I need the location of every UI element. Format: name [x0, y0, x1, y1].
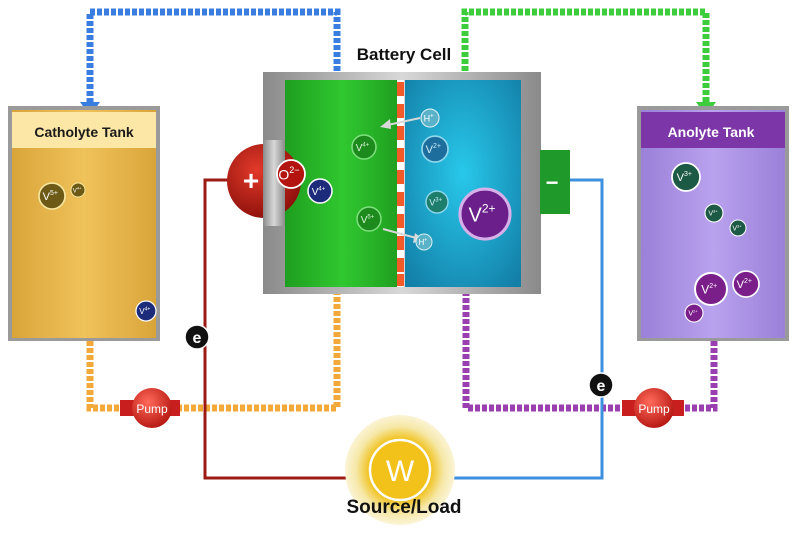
electron-right: e	[588, 372, 614, 398]
ion-label: V4+	[312, 186, 326, 198]
ion-label: V3+	[429, 197, 442, 207]
green-pipe	[461, 8, 710, 108]
anolyte-tank-ion: V2+	[684, 303, 704, 323]
source-load: W Source/Load	[345, 415, 462, 525]
left-pump-label: Pump	[136, 402, 168, 416]
electron-right-label: e	[597, 378, 606, 395]
left-pump: Pump	[120, 388, 180, 428]
ion-label: V2+	[688, 309, 698, 318]
ion-label: O2−	[278, 165, 299, 182]
anolyte-tank-ion: V2+	[732, 270, 760, 298]
anolyte-tank-ion: V3+	[729, 219, 747, 237]
catholyte-tank-ion: V4+	[135, 300, 157, 322]
ion-label: H+	[418, 237, 427, 247]
ion-label: H+	[424, 113, 435, 123]
ion-label: V2+	[701, 283, 717, 297]
ion-label: V2+	[737, 278, 752, 291]
blue-wire	[430, 178, 604, 480]
ion-label: V5+	[361, 214, 375, 226]
purple-pipe	[462, 290, 718, 412]
battery-cell-title: Battery Cell	[357, 45, 451, 64]
negative-electrode: −	[540, 150, 570, 214]
electron-left: e	[184, 324, 210, 350]
ion-label: V2+	[426, 143, 441, 156]
electron-left-label: e	[193, 330, 202, 347]
ion-label: V5+	[43, 190, 58, 203]
catholyte-tank-label: Catholyte Tank	[34, 124, 134, 140]
membrane-ion: H+	[420, 108, 440, 128]
anolyte-tank-ion: V3+	[671, 162, 701, 192]
ion-layer: V5+ V4+ V4+ O2− V4+ V4+ V5+ H+ H+ V2+ V3+ V2+ V3+ V3+…	[38, 108, 760, 323]
negative-half-ion: V3+	[425, 190, 449, 214]
anolyte-tank: Anolyte Tank	[637, 106, 789, 341]
anolyte-tank-ion: V3+	[704, 203, 724, 223]
membrane-ion: H+	[415, 233, 433, 251]
ion-label: V4+	[356, 142, 370, 154]
right-pump: Pump	[622, 388, 684, 428]
ion-label: V4+	[73, 186, 82, 195]
source-load-label: Source/Load	[346, 497, 461, 518]
catholyte-tank-ion: V4+	[70, 182, 86, 198]
positive-half-ion: O2−	[276, 159, 306, 189]
ion-label: V4+	[139, 306, 150, 316]
negative-half-ion: V2+	[458, 187, 512, 241]
positive-half-ion: V4+	[307, 178, 333, 204]
ion-label: V3+	[732, 224, 742, 233]
positive-sign: +	[243, 165, 259, 196]
positive-half-ion: V4+	[351, 134, 377, 160]
battery-cell: Battery Cell	[263, 45, 541, 294]
anolyte-tank-ion: V2+	[694, 272, 728, 306]
negative-half-ion: V2+	[421, 135, 449, 163]
catholyte-tank-ion: V5+	[38, 182, 66, 210]
ion-label: V2+	[468, 202, 495, 227]
ion-label: V3+	[708, 209, 718, 218]
load-symbol: W	[386, 455, 415, 488]
orange-pipe	[86, 290, 341, 412]
anolyte-tank-label: Anolyte Tank	[668, 124, 755, 140]
positive-half-ion: V5+	[356, 206, 382, 232]
membrane	[397, 82, 404, 286]
blue-pipe	[86, 8, 341, 108]
negative-sign: −	[546, 170, 559, 195]
right-pump-label: Pump	[638, 402, 670, 416]
catholyte-tank: Catholyte Tank	[8, 106, 160, 341]
ion-label: V3+	[677, 171, 692, 184]
